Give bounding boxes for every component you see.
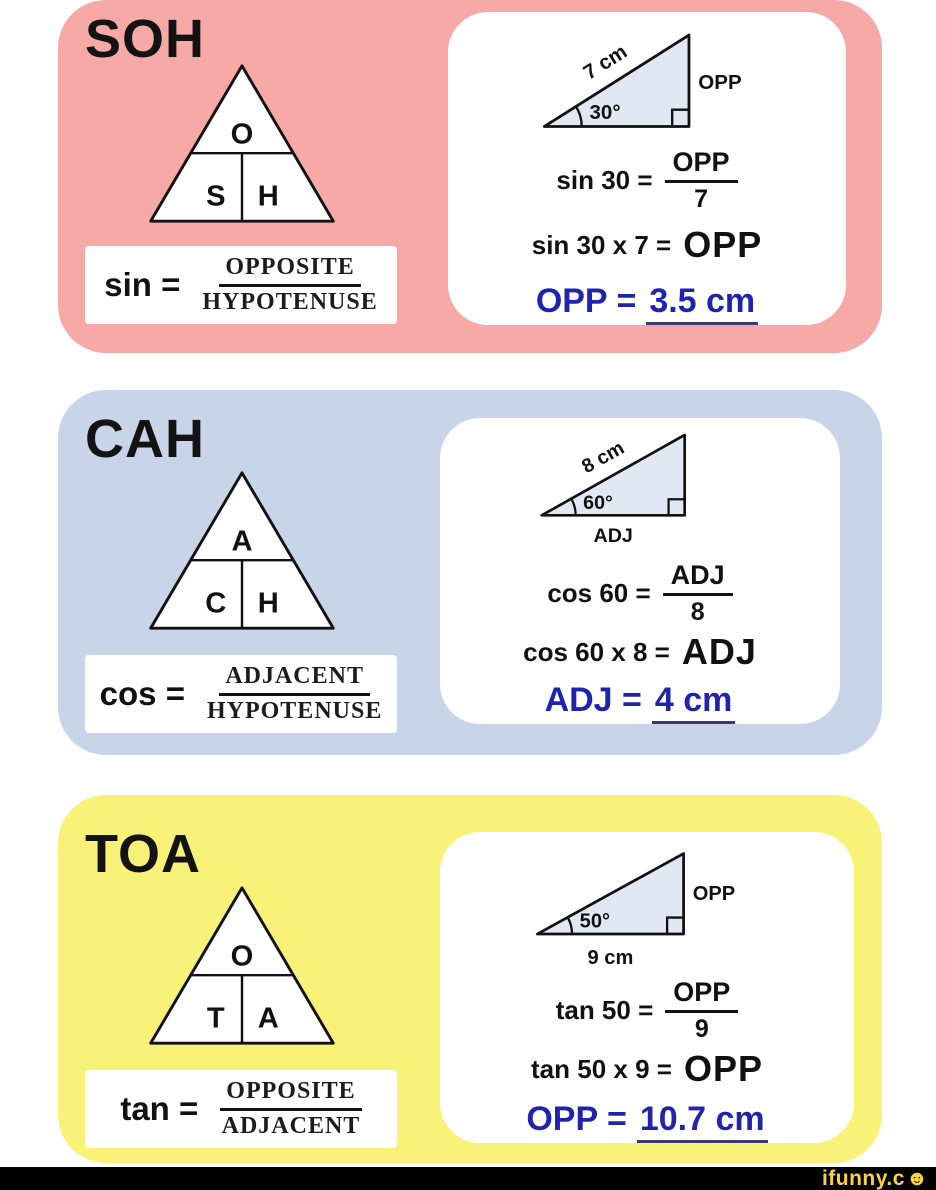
- equation-2-rhs: OPP: [683, 1048, 763, 1089]
- equation-1: sin 30 = OPP 7: [556, 147, 738, 214]
- pyramid-top-letter: A: [231, 526, 252, 558]
- angle-arc: [566, 916, 574, 935]
- formula-denominator: HYPOTENUSE: [206, 698, 383, 724]
- formula-numerator: ADJACENT: [219, 663, 370, 696]
- equation-1-numerator: OPP: [665, 977, 739, 1013]
- result-value: 3.5 cm: [646, 282, 759, 325]
- equation-2: tan 50 x 9 = OPP: [531, 1048, 763, 1090]
- equation-1-lhs: tan 50 =: [555, 995, 654, 1025]
- formula-fraction: OPPOSITE HYPOTENUSE: [202, 254, 377, 316]
- adjacent-side-label: ADJ: [594, 525, 633, 547]
- right-triangle: [540, 433, 687, 517]
- trig-function-label: cos =: [99, 675, 185, 712]
- formula-numerator: OPPOSITE: [219, 254, 361, 287]
- pyramid-left-letter: S: [206, 181, 225, 213]
- angle-label: 50°: [580, 911, 610, 933]
- equation-1-denominator: 8: [690, 598, 705, 626]
- result-lhs: ADJ =: [544, 681, 642, 719]
- equation-1-fraction: OPP 9: [665, 977, 739, 1044]
- equation-1-lhs: sin 30 =: [556, 165, 653, 195]
- example-box: 50° 9 cm OPP tan 50 = OPP 9 tan 50 x 9 =…: [440, 832, 854, 1143]
- right-triangle: [542, 33, 691, 128]
- smiley-icon: ☻: [905, 1167, 928, 1190]
- example-triangle-diagram: 60° 8 cm ADJ: [540, 433, 687, 547]
- result-value: 10.7 cm: [636, 1100, 768, 1143]
- opposite-side-label: OPP: [698, 71, 741, 94]
- pyramid-left-letter: T: [207, 1003, 225, 1035]
- result-value: 4 cm: [651, 681, 736, 724]
- equation-2-rhs: OPP: [683, 224, 763, 265]
- pyramid-right-letter: H: [258, 181, 279, 213]
- equation-2-lhs: cos 60 x 8 =: [523, 636, 670, 667]
- formula-denominator: HYPOTENUSE: [202, 289, 378, 315]
- formula-fraction: OPPOSITE ADJACENT: [220, 1078, 362, 1140]
- result-lhs: OPP =: [535, 282, 637, 320]
- result-lhs: OPP =: [526, 1100, 627, 1138]
- right-triangle: [535, 852, 685, 936]
- equation-1: tan 50 = OPP 9: [556, 977, 739, 1044]
- equation-1-fraction: OPP 7: [664, 147, 738, 214]
- right-angle-marker: [665, 916, 684, 935]
- formula-box: sin = OPPOSITE HYPOTENUSE: [85, 246, 397, 324]
- mnemonic-title: CAH: [85, 409, 205, 469]
- equation-2: cos 60 x 8 = ADJ: [523, 631, 757, 673]
- pyramid-right-letter: A: [258, 1003, 279, 1035]
- watermark-text: ifunny.c: [821, 1166, 905, 1190]
- result-line: OPP = 10.7 cm: [526, 1100, 768, 1143]
- right-angle-marker: [667, 498, 685, 516]
- equation-1-denominator: 7: [694, 185, 709, 213]
- pyramid-outline: [149, 471, 335, 630]
- panel-toa: TOA O T A tan = OPPOSITE ADJACENT 50° 9 …: [58, 795, 882, 1163]
- pyramid-top-letter: O: [231, 119, 254, 151]
- pyramid-left-letter: C: [205, 588, 226, 620]
- mnemonic-pyramid: O T A: [149, 886, 335, 1045]
- panel-cah: CAH A C H cos = ADJACENT HYPOTENUSE 60° …: [58, 390, 882, 755]
- formula-fraction: ADJACENT HYPOTENUSE: [207, 663, 382, 725]
- mnemonic-title: TOA: [85, 824, 202, 884]
- equation-2-rhs: ADJ: [681, 631, 757, 672]
- right-angle-marker: [671, 108, 689, 127]
- pyramid-right-letter: H: [258, 588, 279, 620]
- mnemonic-pyramid: A C H: [149, 471, 335, 630]
- formula-box: tan = OPPOSITE ADJACENT: [85, 1070, 397, 1148]
- trig-function-label: tan =: [120, 1090, 199, 1127]
- equation-2: sin 30 x 7 = OPP: [532, 224, 763, 266]
- equation-1-numerator: ADJ: [662, 560, 733, 596]
- formula-box: cos = ADJACENT HYPOTENUSE: [85, 655, 397, 733]
- mnemonic-pyramid: O S H: [149, 64, 335, 223]
- angle-label: 60°: [583, 492, 613, 514]
- mnemonic-title: SOH: [85, 9, 206, 69]
- angle-arc: [570, 498, 577, 516]
- formula-numerator: OPPOSITE: [220, 1078, 362, 1111]
- adjacent-side-label: 9 cm: [587, 947, 633, 969]
- formula-denominator: ADJACENT: [221, 1113, 361, 1139]
- example-triangle-diagram: 30° 7 cm OPP: [542, 33, 742, 128]
- watermark-bar: ifunny.c ☻: [0, 1167, 936, 1190]
- equation-1-numerator: OPP: [664, 147, 738, 183]
- equation-2-lhs: tan 50 x 9 =: [531, 1053, 672, 1084]
- equation-1-denominator: 9: [694, 1015, 709, 1043]
- equation-1: cos 60 = ADJ 8: [547, 560, 733, 627]
- pyramid-outline: [149, 886, 335, 1045]
- pyramid-top-letter: O: [231, 941, 254, 973]
- example-box: 60° 8 cm ADJ cos 60 = ADJ 8 cos 60 x 8 =…: [440, 418, 840, 724]
- trig-function-label: sin =: [104, 266, 181, 303]
- equation-1-fraction: ADJ 8: [662, 560, 733, 627]
- example-box: 30° 7 cm OPP sin 30 = OPP 7 sin 30 x 7 =…: [448, 12, 846, 325]
- panel-soh: SOH O S H sin = OPPOSITE HYPOTENUSE 30° …: [58, 0, 882, 353]
- result-line: ADJ = 4 cm: [545, 681, 736, 724]
- example-triangle-diagram: 50° 9 cm OPP: [535, 852, 735, 969]
- opposite-side-label: OPP: [693, 883, 735, 905]
- equation-2-lhs: sin 30 x 7 =: [531, 229, 672, 260]
- equation-1-lhs: cos 60 =: [547, 578, 651, 608]
- angle-arc: [575, 105, 583, 127]
- result-line: OPP = 3.5 cm: [535, 282, 759, 325]
- angle-label: 30°: [590, 101, 621, 124]
